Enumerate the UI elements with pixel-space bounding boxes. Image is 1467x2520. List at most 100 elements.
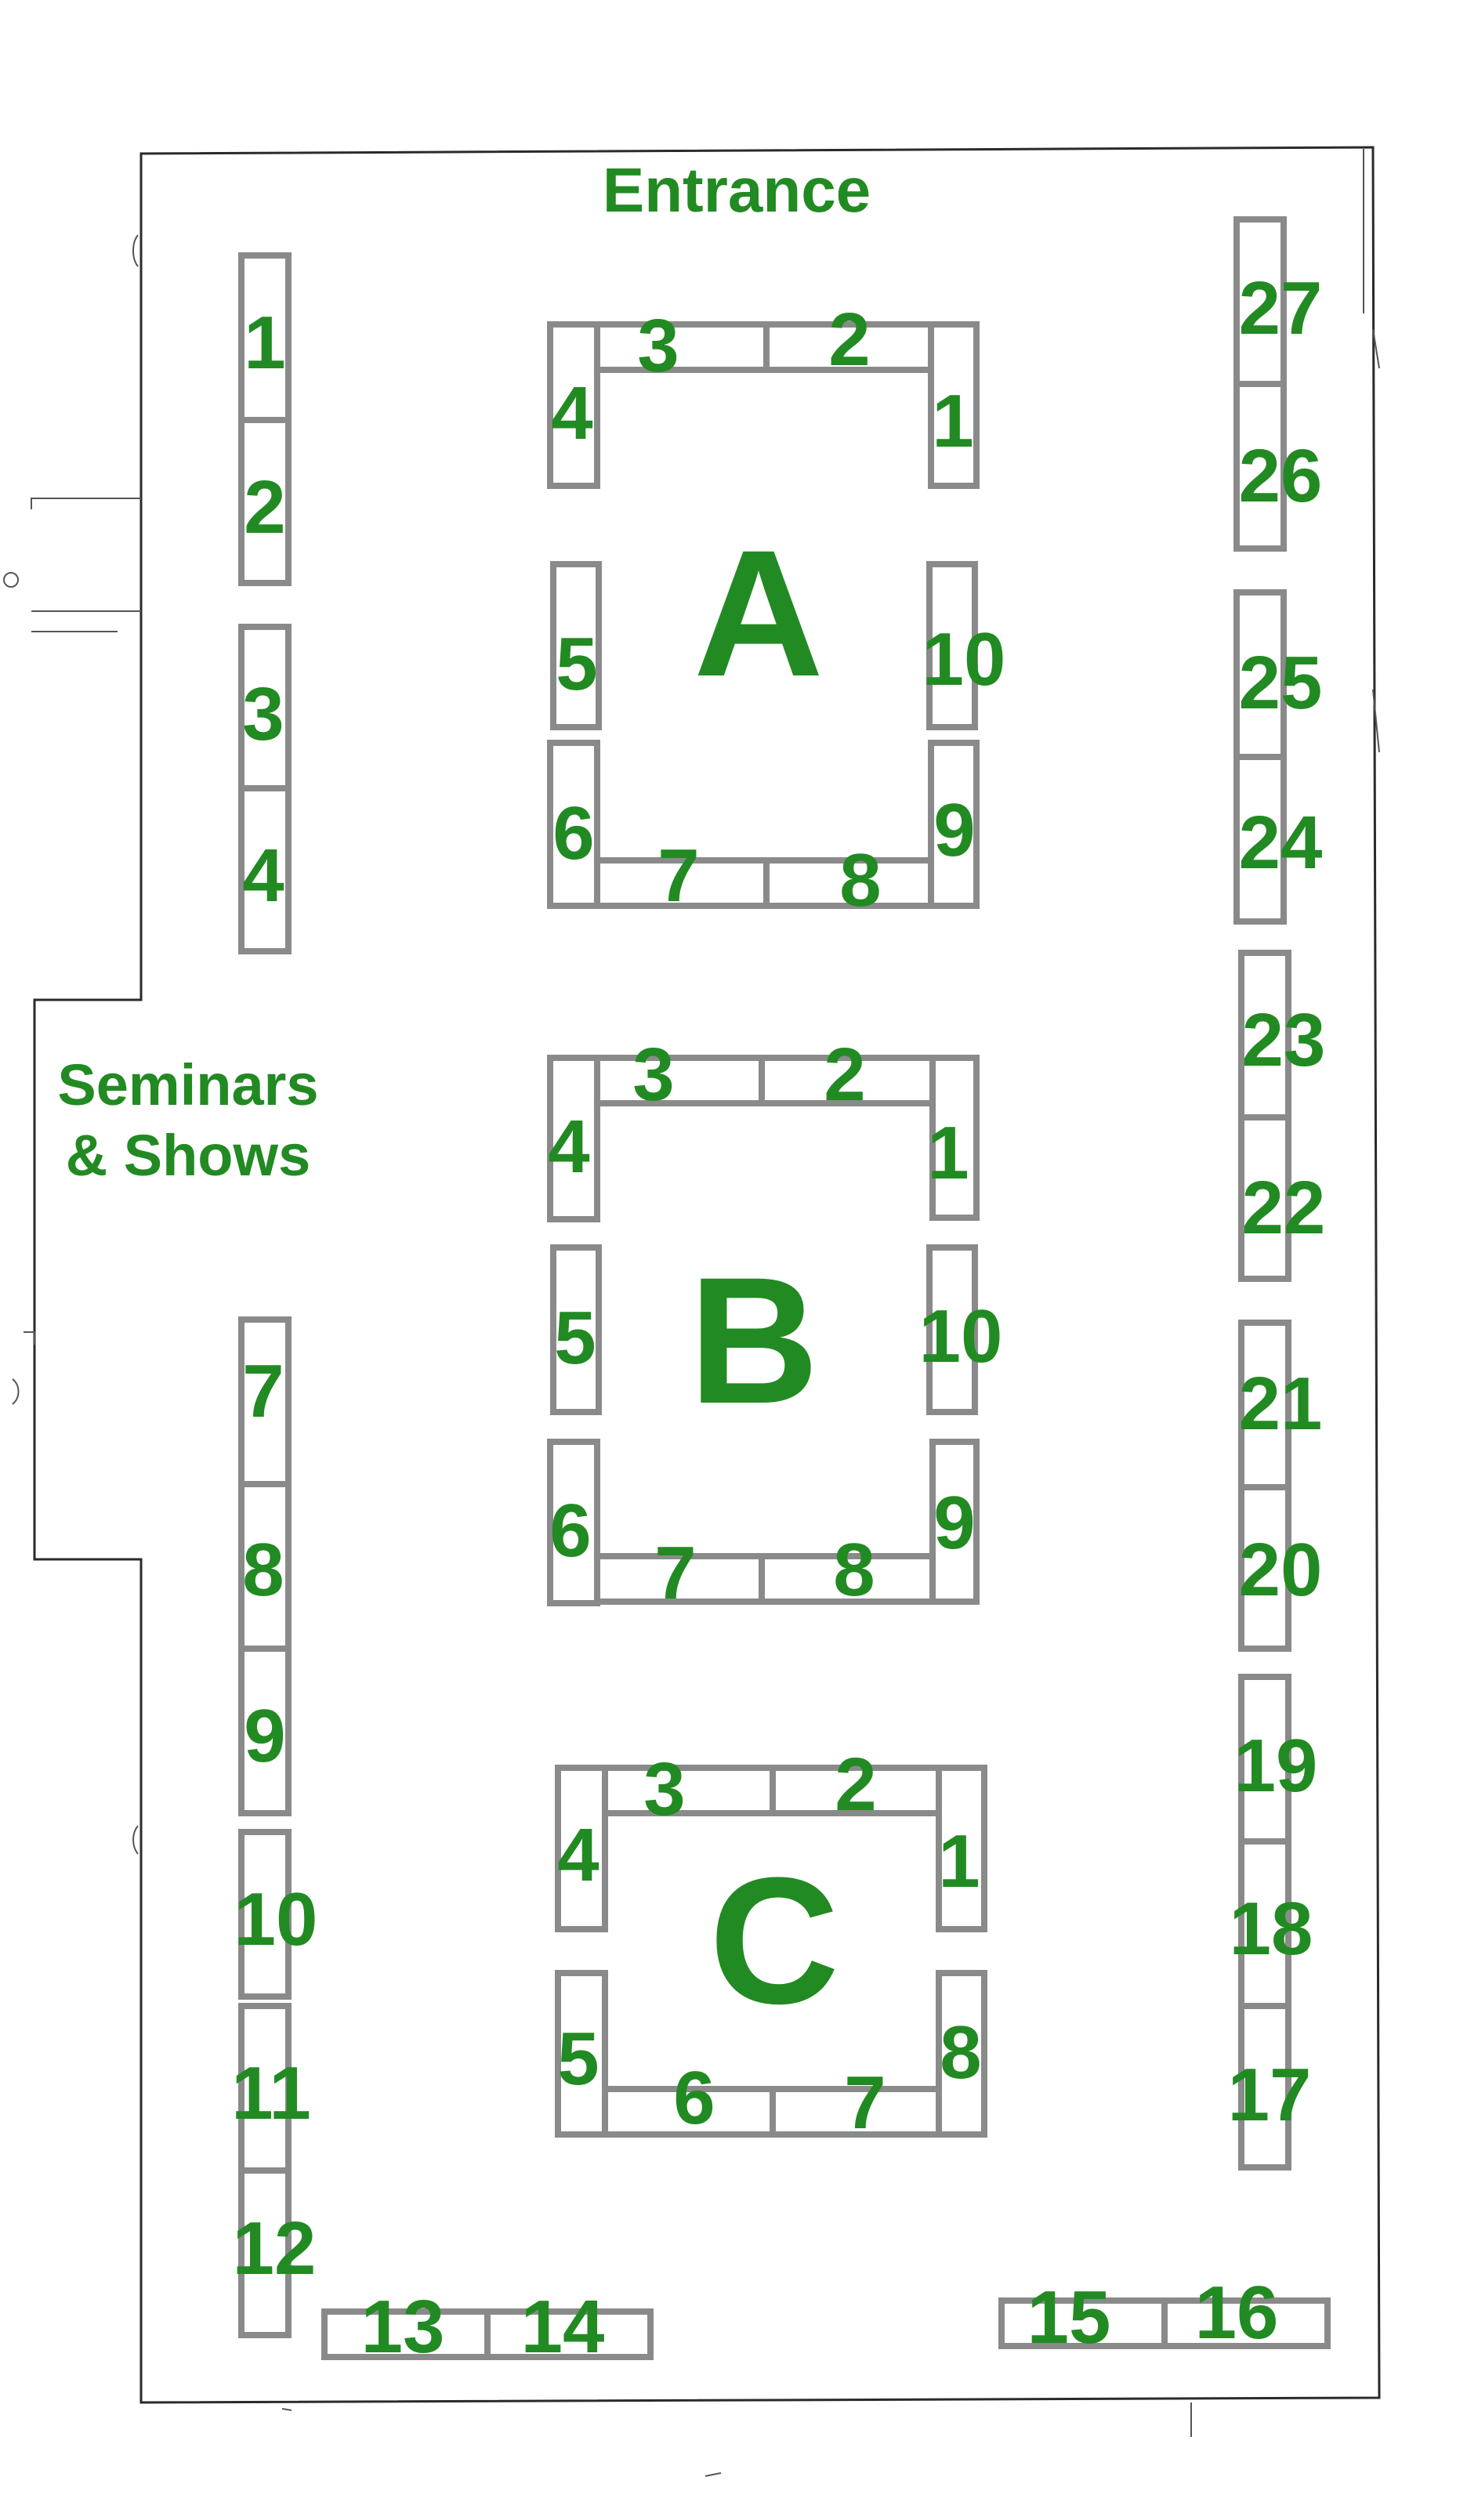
island-booth[interactable]: 10 — [919, 1244, 1003, 1415]
right-booth-number: 25 — [1239, 641, 1323, 725]
island-booth[interactable]: 8 — [763, 838, 934, 922]
seminars-label-line2: & Shows — [66, 1123, 310, 1188]
island-booth[interactable]: 8 — [759, 1528, 936, 1612]
island-booth-number: 4 — [548, 1105, 589, 1189]
island-booth[interactable]: 8 — [936, 1970, 987, 2138]
left-booth-number: 11 — [231, 2051, 310, 2135]
left-booth[interactable]: 8 — [238, 1481, 292, 1652]
bottom-booth[interactable]: 15 — [998, 2276, 1168, 2359]
island-letter: C — [709, 1840, 839, 2041]
island-booth[interactable]: 3 — [594, 1033, 765, 1117]
left-booth[interactable]: 4 — [238, 785, 292, 954]
island-booth-number: 7 — [654, 1531, 696, 1615]
right-booth[interactable]: 26 — [1233, 381, 1323, 552]
left-booth[interactable]: 10 — [234, 1829, 318, 2000]
bottom-booth[interactable]: 14 — [484, 2285, 654, 2369]
left-booth[interactable]: 7 — [238, 1316, 292, 1487]
right-booth-number: 26 — [1239, 434, 1323, 518]
island-booth[interactable]: 2 — [770, 1743, 942, 1827]
right-booth-number: 22 — [1242, 1166, 1326, 1250]
bottom-booth[interactable]: 13 — [321, 2285, 491, 2369]
island-letter: A — [694, 512, 824, 714]
island-booth[interactable]: 6 — [547, 740, 600, 909]
island-booth[interactable]: 4 — [555, 1765, 608, 1932]
left-booth-number: 8 — [242, 1528, 284, 1612]
left-booth-number: 9 — [244, 1694, 285, 1778]
left-booth[interactable]: 3 — [238, 624, 292, 791]
island-booth-number: 8 — [833, 1528, 875, 1612]
right-booth[interactable]: 23 — [1238, 950, 1326, 1121]
left-booth[interactable]: 9 — [238, 1646, 292, 1816]
island-booth-number: 3 — [637, 304, 679, 388]
island-booth[interactable]: 6 — [547, 1439, 600, 1606]
island-booth[interactable]: 10 — [922, 561, 1006, 730]
bottom-booth-number: 16 — [1195, 2271, 1279, 2355]
right-booth[interactable]: 17 — [1228, 2003, 1312, 2171]
building-walls — [3, 146, 1381, 2477]
left-booth-number: 4 — [242, 834, 284, 918]
seminars-label-line1: Seminars — [57, 1052, 318, 1117]
right-booth-number: 21 — [1239, 1362, 1323, 1446]
right-booth[interactable]: 20 — [1238, 1484, 1323, 1652]
island-booth-number: 7 — [844, 2061, 886, 2145]
island-booth[interactable]: 3 — [602, 1747, 776, 1831]
island-booth-number: 6 — [552, 791, 594, 875]
island-b: B 1 2 3 4 5 6 7 8 — [547, 1033, 1003, 1615]
island-booth-number: 1 — [927, 1111, 969, 1195]
right-booth[interactable]: 22 — [1238, 1114, 1326, 1282]
island-booth-number: 2 — [828, 298, 870, 382]
island-booth[interactable]: 5 — [550, 561, 602, 730]
island-booth[interactable]: 9 — [928, 740, 980, 909]
right-booth-number: 19 — [1234, 1724, 1318, 1808]
island-booth[interactable]: 7 — [770, 2061, 942, 2145]
island-booth[interactable]: 1 — [927, 1055, 980, 1221]
left-wall-booths: 1 2 3 4 7 8 9 10 — [231, 252, 318, 2338]
island-booth[interactable]: 1 — [928, 321, 980, 489]
island-booth[interactable]: 4 — [547, 321, 600, 489]
island-a: A 1 2 3 4 5 6 7 8 — [547, 298, 1006, 922]
island-booth[interactable]: 6 — [602, 2056, 776, 2140]
island-booth-number: 2 — [835, 1743, 876, 1827]
left-booth[interactable]: 12 — [233, 2167, 317, 2338]
island-booth-number: 3 — [643, 1747, 685, 1831]
right-wall-booths: 27 26 25 24 23 22 21 20 — [1228, 216, 1326, 2171]
entrance-label: Entrance — [603, 155, 871, 225]
island-c: C 1 2 3 4 5 6 7 8 — [555, 1743, 987, 2145]
island-booth-number: 6 — [549, 1489, 591, 1573]
island-booth[interactable]: 1 — [936, 1765, 987, 1932]
island-booth[interactable]: 5 — [555, 1970, 608, 2138]
left-booth[interactable]: 1 — [238, 252, 292, 423]
island-booth[interactable]: 3 — [594, 304, 770, 388]
left-booth-number: 3 — [242, 672, 284, 756]
island-booth-number: 9 — [933, 1481, 975, 1565]
island-booth-number: 7 — [657, 834, 699, 918]
island-booth-number: 1 — [932, 379, 973, 463]
island-booth-number: 10 — [919, 1294, 1003, 1378]
right-booth[interactable]: 24 — [1233, 754, 1323, 925]
right-booth-number: 20 — [1239, 1528, 1323, 1612]
right-booth-number: 24 — [1239, 801, 1323, 885]
island-booth[interactable]: 7 — [594, 834, 770, 918]
right-booth-number: 17 — [1228, 2053, 1312, 2137]
island-booth[interactable]: 2 — [763, 298, 934, 382]
left-booth-number: 1 — [244, 301, 285, 385]
left-booth[interactable]: 11 — [231, 2003, 311, 2174]
left-booth-number: 10 — [234, 1877, 318, 1961]
right-booth[interactable]: 27 — [1233, 216, 1323, 387]
island-booth[interactable]: 9 — [929, 1439, 980, 1605]
island-booth[interactable]: 5 — [550, 1244, 602, 1415]
island-booth[interactable]: 4 — [547, 1055, 600, 1222]
right-booth-number: 23 — [1242, 998, 1326, 1082]
island-booth-number: 2 — [824, 1033, 865, 1117]
left-booth-number: 2 — [244, 465, 285, 549]
right-booth[interactable]: 18 — [1230, 1838, 1313, 2009]
island-booth[interactable]: 7 — [594, 1531, 765, 1615]
bottom-booth[interactable]: 16 — [1161, 2271, 1331, 2355]
right-booth[interactable]: 21 — [1238, 1320, 1323, 1490]
right-booth[interactable]: 19 — [1234, 1674, 1318, 1845]
right-booth[interactable]: 25 — [1233, 589, 1323, 760]
island-booth[interactable]: 2 — [759, 1033, 936, 1117]
left-booth[interactable]: 2 — [238, 417, 292, 586]
right-booth-number: 27 — [1239, 266, 1323, 350]
